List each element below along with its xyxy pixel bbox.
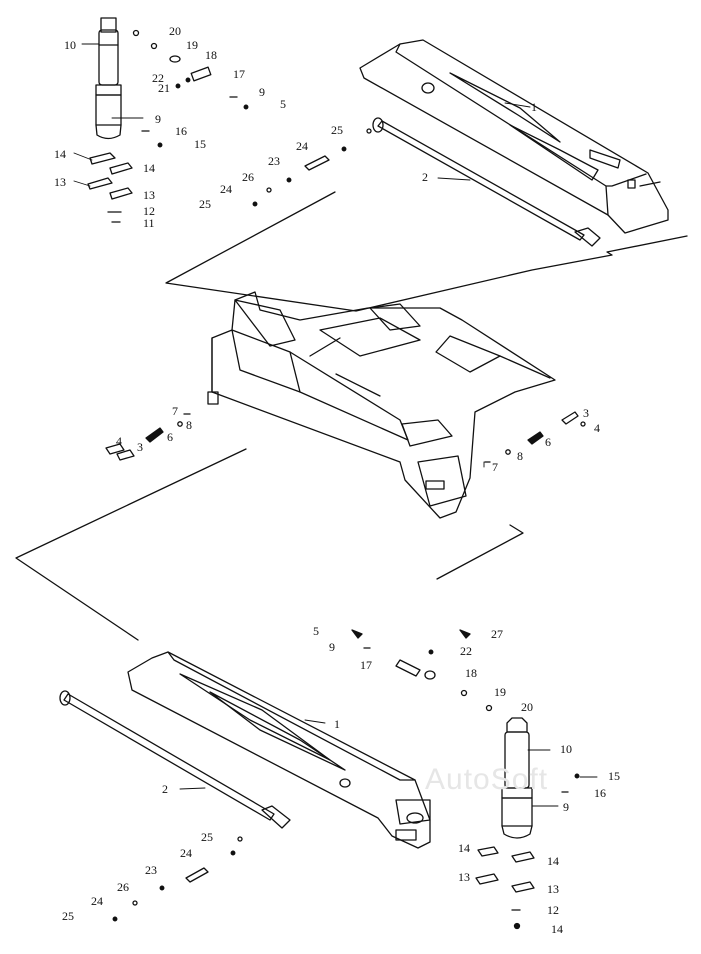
callout-label: 22 [460, 644, 472, 658]
callout-leaders [73, 43, 598, 807]
callout-label: 22 [152, 71, 164, 85]
watermark: AutoSoft [425, 763, 549, 796]
callout-label: 13 [547, 882, 559, 896]
callout-label: 16 [594, 786, 606, 800]
top-pins [252, 128, 372, 207]
callout-label: 5 [280, 97, 286, 111]
bottom-hydraulic-cylinder [501, 717, 533, 839]
callout-label: 8 [517, 449, 523, 463]
callout-label: 21 [158, 81, 170, 95]
callout-label: 14 [547, 854, 559, 868]
callout-label: 10 [560, 742, 572, 756]
callout-label: 12 [143, 204, 155, 218]
callout-label: 19 [186, 38, 198, 52]
callout-label: 15 [608, 769, 620, 783]
callout-label: 1 [334, 717, 340, 731]
callout-label: 12 [547, 903, 559, 917]
callout-label: 14 [458, 841, 470, 855]
callout-label: 8 [186, 418, 192, 432]
callout-label: 14 [143, 161, 155, 175]
callout-label: 24 [180, 846, 192, 860]
callout-label: 13 [458, 870, 470, 884]
callout-label: 18 [465, 666, 477, 680]
callout-label: 18 [205, 48, 217, 62]
upper-plane-outline [165, 191, 688, 312]
bottom-boom-arm [127, 651, 431, 849]
callout-label: 9 [155, 112, 161, 126]
callout-label: 7 [172, 404, 178, 418]
callout-label: 9 [329, 640, 335, 654]
callout-label: 20 [169, 24, 181, 38]
bottom-small-parts [351, 629, 580, 930]
callout-label: 5 [313, 624, 319, 638]
callout-label: 4 [594, 421, 600, 435]
callout-label: 7 [492, 460, 498, 474]
top-boom-arm [359, 39, 669, 234]
callout-label: 14 [551, 922, 563, 936]
callout-label: 24 [220, 182, 232, 196]
callout-label: 10 [64, 38, 76, 52]
callout-label: 2 [162, 782, 168, 796]
callout-label: 13 [143, 188, 155, 202]
callout-label: 3 [137, 440, 143, 454]
callout-label: 9 [259, 85, 265, 99]
callout-label: 20 [521, 700, 533, 714]
callout-label: 4 [116, 434, 122, 448]
top-connecting-rod [372, 117, 601, 247]
callout-label: 25 [199, 197, 211, 211]
callout-label: 9 [563, 800, 569, 814]
callout-label: 6 [545, 435, 551, 449]
callout-label: 16 [175, 124, 187, 138]
callout-label: 13 [54, 175, 66, 189]
callout-label: 26 [117, 880, 129, 894]
callout-label: 25 [201, 830, 213, 844]
callout-label: 2 [422, 170, 428, 184]
callout-label: 15 [194, 137, 206, 151]
callout-label: 17 [233, 67, 245, 81]
callout-label: 6 [167, 430, 173, 444]
callout-label: 27 [491, 627, 503, 641]
callout-label: 1 [531, 100, 537, 114]
base-frame [207, 291, 556, 519]
callout-label: 24 [296, 139, 308, 153]
callout-label: 14 [54, 147, 66, 161]
callout-label: 11 [143, 216, 155, 230]
callout-label: 24 [91, 894, 103, 908]
bottom-left-pins [112, 836, 243, 922]
top-hydraulic-cylinder [95, 17, 122, 140]
lower-plane-outline [15, 448, 524, 641]
callout-label: 3 [583, 406, 589, 420]
callout-label: 23 [268, 154, 280, 168]
callout-label: 23 [145, 863, 157, 877]
top-small-parts [87, 29, 249, 223]
base-fasteners [105, 411, 586, 463]
callout-label: 19 [494, 685, 506, 699]
callout-label: 26 [242, 170, 254, 184]
callout-label: 25 [331, 123, 343, 137]
callout-label: 25 [62, 909, 74, 923]
bottom-connecting-rod [59, 690, 291, 829]
callout-label: 17 [360, 658, 372, 672]
